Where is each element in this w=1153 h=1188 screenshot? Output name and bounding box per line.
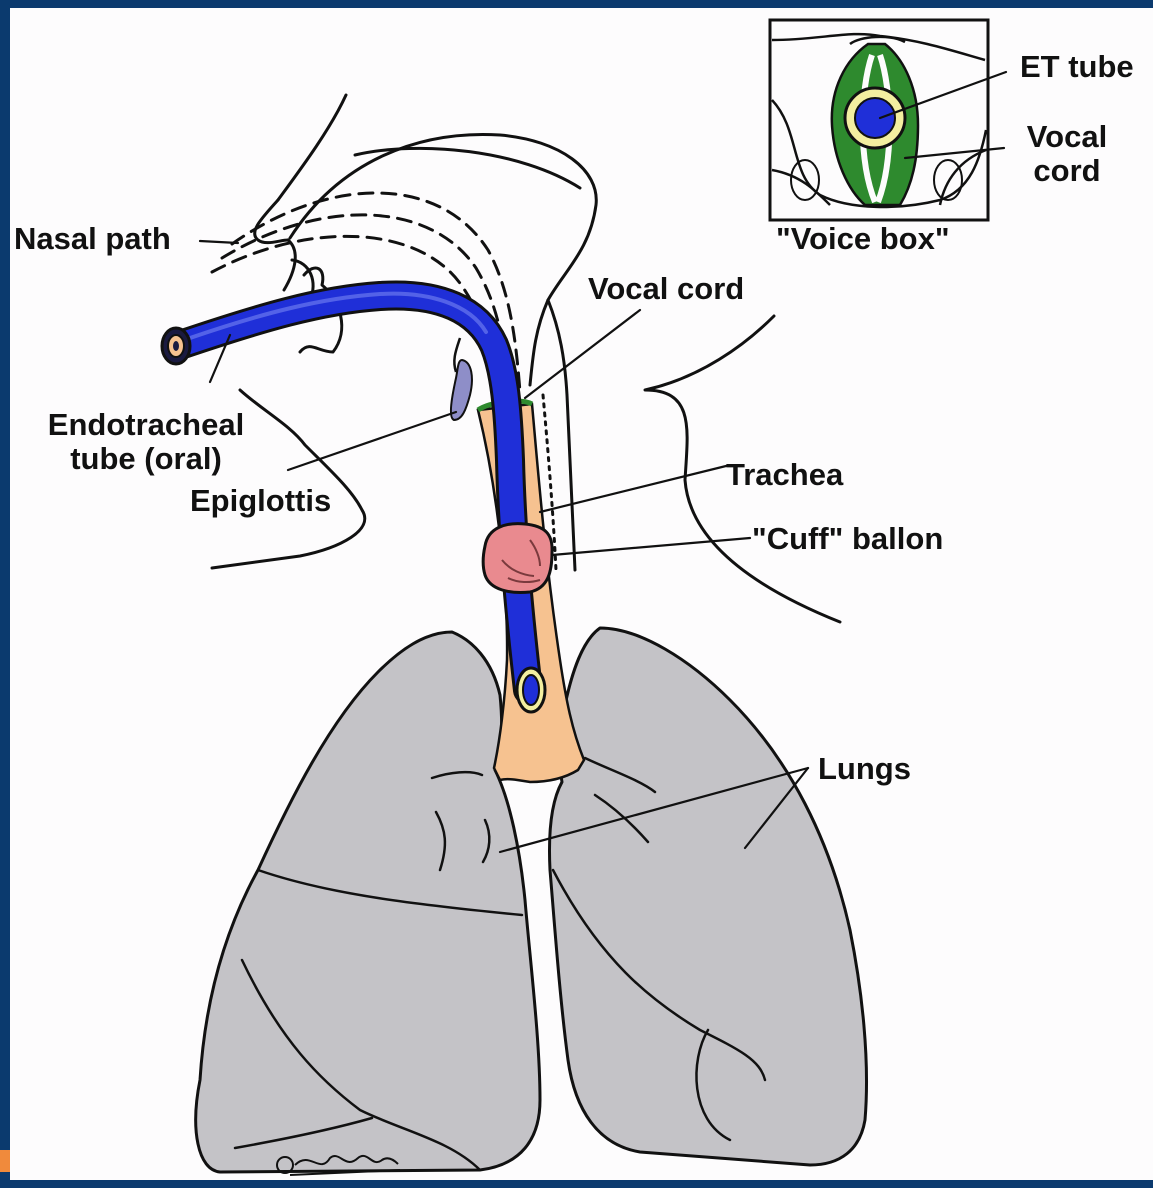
- label-vocal-cord: Vocal cord: [588, 272, 744, 306]
- leader-nasal: [200, 241, 238, 243]
- upper-lip-line: [284, 240, 295, 290]
- voice-box-inset: [770, 20, 988, 220]
- label-endotracheal-tube: Endotracheal tube (oral): [30, 408, 262, 476]
- label-nasal-path: Nasal path: [14, 222, 171, 256]
- label-lungs: Lungs: [818, 752, 911, 786]
- tube-tip-opening: [517, 668, 545, 712]
- tube-opening-oral: [162, 328, 190, 364]
- label-endotracheal-line1: Endotracheal: [30, 408, 262, 442]
- leader-trachea: [540, 466, 726, 512]
- label-cuff-balloon: "Cuff" ballon: [752, 522, 943, 556]
- diagram-canvas: Nasal path Endotracheal tube (oral) Epig…: [10, 8, 1153, 1180]
- cuff-balloon: [483, 524, 552, 593]
- right-lung: [550, 628, 867, 1165]
- label-voice-box: "Voice box": [776, 222, 950, 256]
- label-endotracheal-line2: tube (oral): [30, 442, 262, 476]
- pharynx-back: [548, 300, 575, 570]
- leader-epiglottis: [288, 412, 456, 470]
- slide-corner-accent: [0, 1150, 10, 1172]
- label-inset-vocal-line2: cord: [1014, 154, 1120, 188]
- left-lung: [196, 632, 540, 1172]
- label-et-tube: ET tube: [1020, 50, 1134, 84]
- label-trachea: Trachea: [726, 458, 843, 492]
- label-epiglottis: Epiglottis: [190, 484, 331, 518]
- label-inset-vocal-cord: Vocal cord: [1014, 120, 1120, 188]
- leader-vocal-cord: [525, 310, 640, 398]
- inset-et-tube: [855, 98, 895, 138]
- label-inset-vocal-line1: Vocal: [1014, 120, 1120, 154]
- intubation-diagram: [10, 8, 1153, 1180]
